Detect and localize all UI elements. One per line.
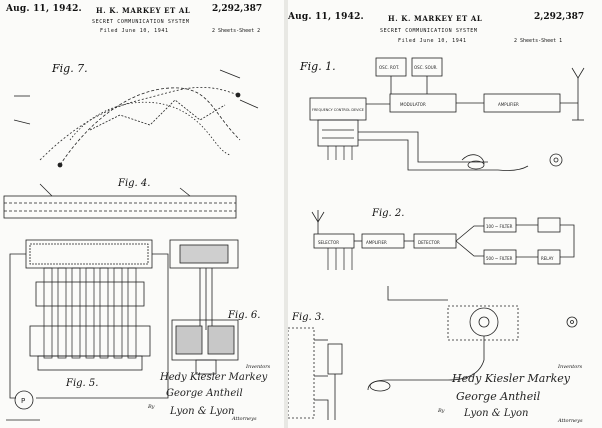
label-amplifier-2: AMPLIFIER [366,240,387,245]
sheet1-attorneys: Lyon & Lyon [464,408,528,419]
label-modulator: MODULATOR [400,102,426,107]
sheet1-signature-antheil: George Antheil [456,390,540,403]
fig7-label: Fig. 7. [52,62,88,75]
fig3-label: Fig. 3. [292,312,324,323]
fig6-drawing [170,240,238,374]
sheet2-attorneys-label: Attorneys [232,416,257,422]
label-osc-sour: OSC. SOUR. [414,65,438,70]
fig5-label: Fig. 5. [66,378,98,389]
fig5-drawing: P [6,240,168,420]
label-selector: SELECTOR [318,240,339,245]
fig1-drawing [288,58,584,420]
label-amplifier-1: AMPLIFIER [498,102,519,107]
label-filter-100: 100 ~ FILTER [486,224,513,229]
fig4-drawing [4,184,236,218]
sheet2-signature-antheil: George Antheil [166,388,243,399]
fig2-label: Fig. 2. [372,208,404,219]
sheet2-by: By [148,404,155,410]
block-amplifier-1 [484,94,560,112]
sheet2-drawings: P [0,0,284,428]
sheet1-signature-markey: Hedy Kiesler Markey [452,372,570,385]
label-freq-control: FREQUENCY CONTROL DEVICE [312,108,364,112]
fig6-label: Fig. 6. [228,310,260,321]
fig4-label: Fig. 4. [118,178,150,189]
sheet2-attorneys: Lyon & Lyon [170,406,234,417]
sheet1-attorneys-label: Attorneys [558,418,583,424]
sheet1-inventors-label: Inventors [558,364,582,370]
label-filter-500: 500 ~ FILTER [486,256,513,261]
sheet1-by: By [438,408,445,414]
patent-sheet-2: Aug. 11, 1942. H. K. MARKEY ET AL 2,292,… [0,0,284,428]
label-relay: RELAY [541,256,554,261]
fig1-label: Fig. 1. [300,60,336,73]
sheet2-signature-markey: Hedy Kiesler Markey [160,372,267,383]
fig7-drawing [14,70,258,167]
patent-sheet-1: Aug. 11, 1942. H. K. MARKEY ET AL 2,292,… [288,0,602,428]
svg-text:P: P [21,397,25,405]
label-detector: DETECTOR [418,240,440,245]
sheet2-inventors-label: Inventors [246,364,270,370]
label-osc-rot: OSC. ROT. [379,65,399,70]
block-labels: OSC. ROT. OSC. SOUR. FREQUENCY CONTROL D… [312,65,554,261]
